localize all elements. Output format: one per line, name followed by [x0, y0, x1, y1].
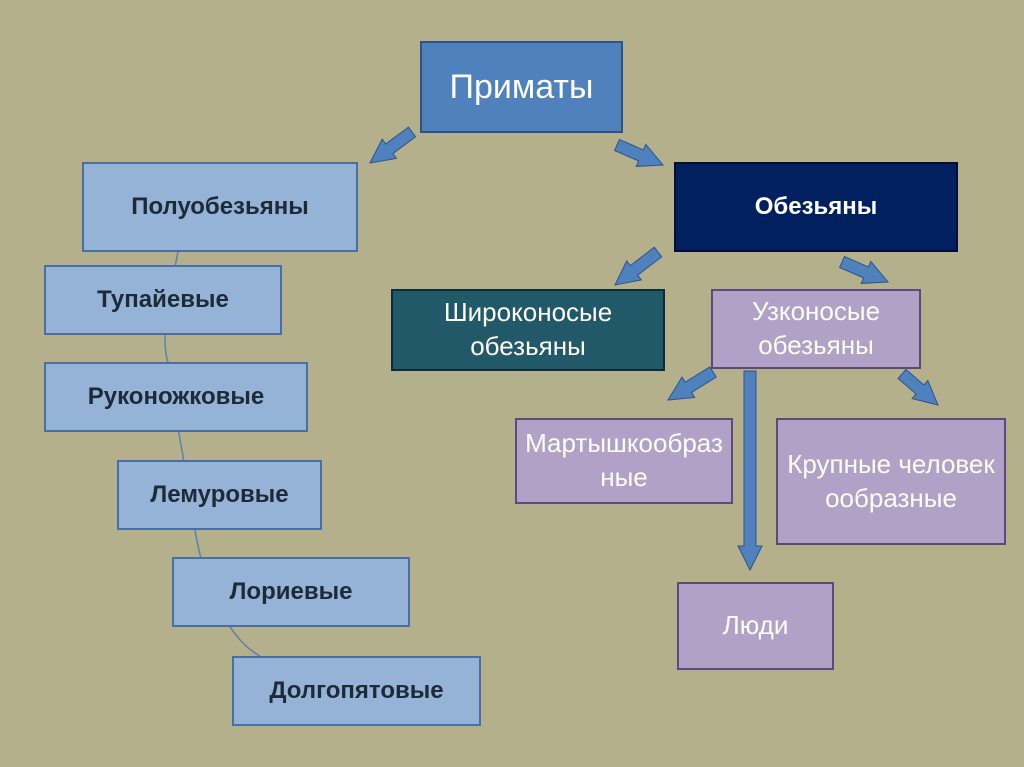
- cercopithecids-node: Мартышкообразные: [515, 418, 733, 504]
- arrow-primates-to-monkeys: [613, 138, 665, 167]
- lemur-node: Лемуровые: [117, 460, 322, 530]
- arrow-monkeys-to-catarrhini: [838, 255, 890, 284]
- platyrrhini-label: Широконосые обезьяны: [443, 297, 613, 361]
- catarrhini-label: Узконосые обезьяны: [751, 296, 881, 360]
- loris-node: Лориевые: [172, 557, 410, 627]
- arrow-layer: [369, 126, 939, 572]
- monkeys-node: Обезьяны: [674, 162, 958, 252]
- great-apes-node: Крупные человекообразные: [776, 418, 1006, 545]
- arrow-catarrhini-to-humans: [737, 370, 763, 572]
- platyrrhini-node: Широконосые обезьяны: [391, 289, 665, 371]
- arrow-catarrhini-to-cercopithecids: [667, 366, 717, 401]
- primates-node: Приматы: [420, 41, 623, 133]
- arrow-catarrhini-to-apes: [897, 368, 939, 406]
- tarsier-label: Долгопятовые: [269, 677, 444, 705]
- lemur-label: Лемуровые: [150, 481, 289, 509]
- tupaia-label: Тупайевые: [97, 286, 229, 314]
- tarsier-node: Долгопятовые: [232, 656, 481, 726]
- primates-label: Приматы: [449, 67, 594, 106]
- prosimians-node: Полуобезьяны: [82, 162, 358, 252]
- arrow-primates-to-prosimians: [369, 126, 417, 164]
- humans-node: Люди: [677, 582, 834, 670]
- aye-aye-label: Руконожковые: [87, 383, 265, 411]
- monkeys-label: Обезьяны: [754, 193, 878, 221]
- aye-aye-node: Руконожковые: [44, 362, 308, 432]
- catarrhini-node: Узконосые обезьяны: [711, 289, 921, 369]
- loris-label: Лориевые: [229, 578, 353, 606]
- humans-label: Люди: [722, 610, 789, 641]
- cercopithecids-label: Мартышкообразные: [525, 428, 723, 492]
- great-apes-label: Крупные человекообразные: [787, 448, 995, 513]
- tupaia-node: Тупайевые: [44, 265, 282, 335]
- arrow-monkeys-to-platyrrhini: [614, 246, 663, 286]
- prosimians-label: Полуобезьяны: [131, 193, 309, 221]
